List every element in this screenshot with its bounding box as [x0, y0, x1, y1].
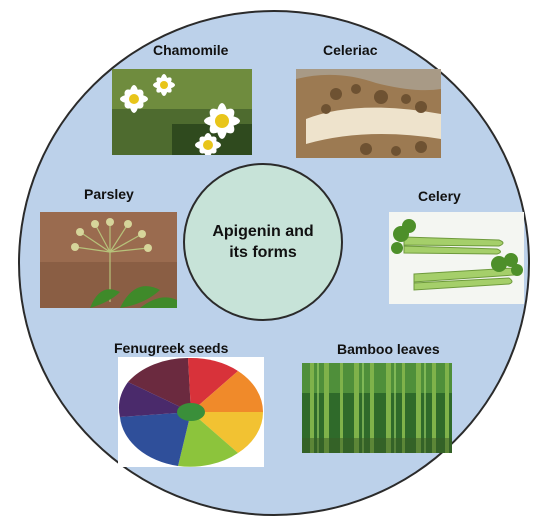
center-circle: Apigenin and its forms	[183, 163, 343, 321]
center-label: Apigenin and its forms	[212, 223, 314, 261]
chamomile-photo	[112, 69, 252, 155]
celeriac-label: Celeriac	[323, 42, 378, 58]
fenugreek-label: Fenugreek seeds	[114, 340, 229, 356]
fenugreek-photo	[118, 357, 264, 467]
parsley-label: Parsley	[84, 186, 134, 202]
celeriac-photo	[296, 69, 441, 158]
parsley-photo	[40, 212, 177, 308]
chamomile-label: Chamomile	[153, 42, 229, 58]
celery-photo	[389, 212, 524, 304]
celery-label: Celery	[418, 188, 461, 204]
bamboo-photo	[302, 363, 452, 453]
bamboo-label: Bamboo leaves	[337, 341, 440, 357]
